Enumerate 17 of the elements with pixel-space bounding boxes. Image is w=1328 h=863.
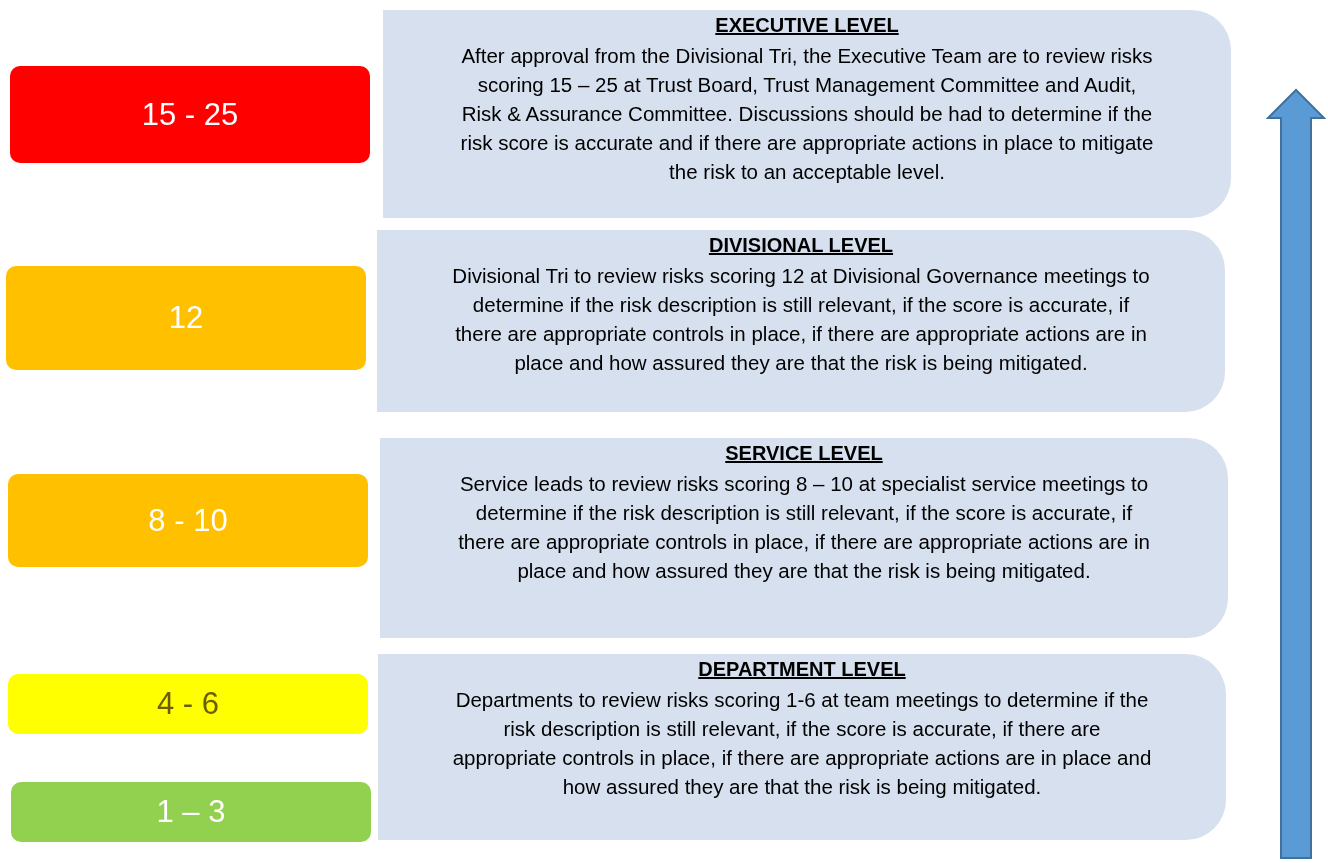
level-panel [380, 438, 1228, 638]
level-heading: DIVISIONAL LEVEL [708, 234, 894, 257]
score-band: 15 - 25 [10, 66, 370, 163]
level-panel [377, 230, 1225, 412]
level-description: Departments to review risks scoring 1-6 at team meetings to determine if the risk description is still relevant, if the score is accurate, if there are appropriate controls in place, if there are appropriate actions are in place and how assured they are that the risk is being mitigated. [452, 687, 1152, 800]
level-description: Service leads to review risks scoring 8 – 10 at specialist service meetings to determine if the risk description is still relevant, if the score is accurate, if there are appropriate controls in place, if there are appropriate actions are in place and how assured they are that the risk is being mitigated. [457, 471, 1151, 584]
level-description: After approval from the Divisional Tri, the Executive Team are to review risks scoring 15 – 25 at Trust Board, Trust Management Committee and Audit, Risk & Assurance Committee. Discussions should be had to determine if the risk score is accurate and if there are appropriate actions in place to mitigate the risk to an acceptable level. [459, 43, 1155, 185]
score-band: 8 - 10 [8, 474, 368, 567]
score-band: 1 – 3 [11, 782, 371, 842]
level-heading: DEPARTMENT LEVEL [698, 658, 906, 681]
score-band: 4 - 6 [8, 674, 368, 734]
level-heading: EXECUTIVE LEVEL [715, 14, 899, 37]
level-panel [378, 654, 1226, 840]
level-panel [383, 10, 1231, 218]
score-band: 12 [6, 266, 366, 370]
level-description: Divisional Tri to review risks scoring 12 at Divisional Governance meetings to determine if the risk description is still relevant, if the score is accurate, if there are appropriate controls in place, if there are appropriate actions are in place and how assured they are that the risk is being mitigated. [451, 263, 1151, 376]
level-heading: SERVICE LEVEL [725, 442, 883, 465]
